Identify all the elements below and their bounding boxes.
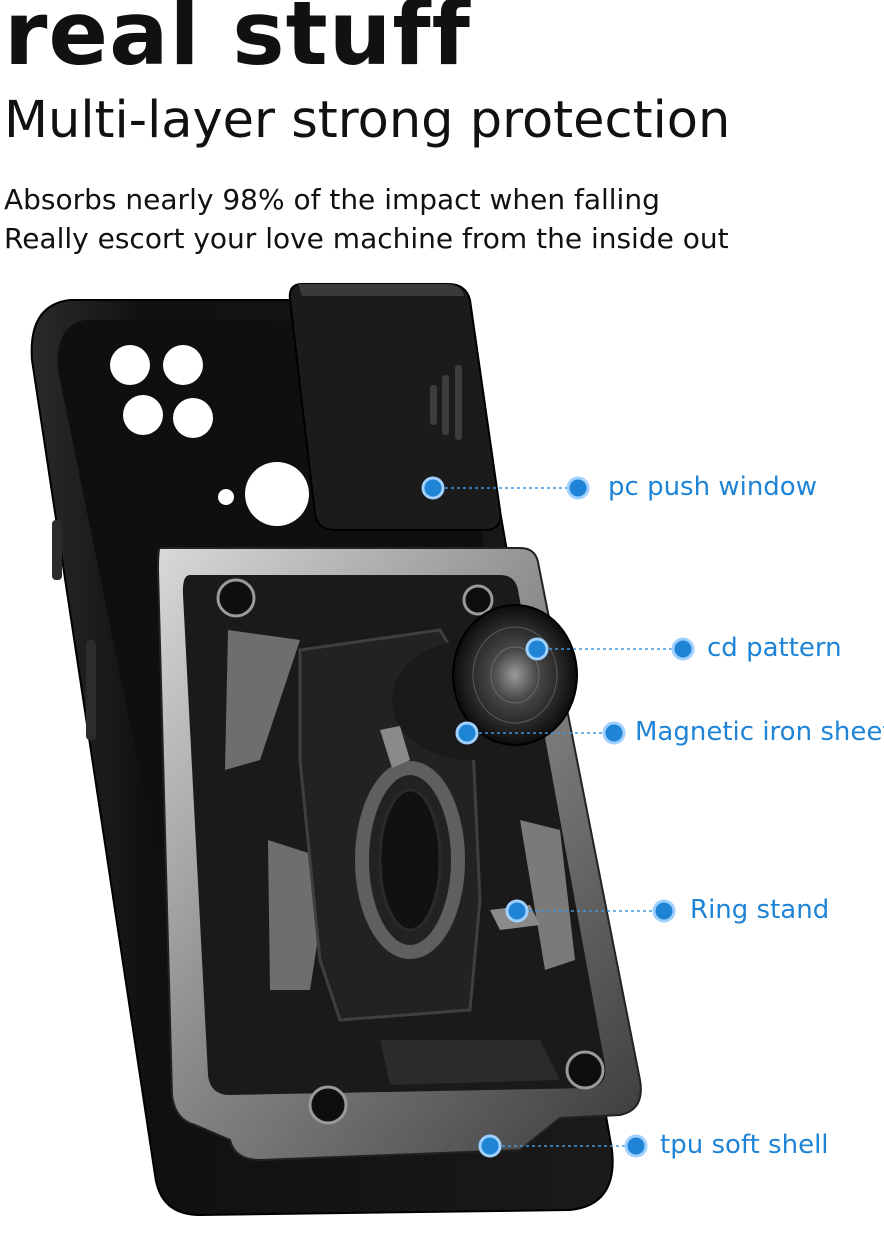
callout-connectors: [433, 487, 683, 1147]
description-line-1: Absorbs nearly 98% of the impact when fa…: [4, 183, 660, 216]
camera-holes: [110, 345, 309, 526]
cd-pattern-knob: [392, 604, 578, 760]
phone-case-illustration: [30, 283, 695, 1217]
callout-dot-target: [624, 1134, 648, 1158]
callout-dot-source: [421, 476, 445, 500]
callout-dot-source: [455, 721, 479, 745]
callout-dot-target: [671, 637, 695, 661]
description-line-2: Really escort your love machine from the…: [4, 222, 729, 255]
callout-label-cd-pattern: cd pattern: [707, 633, 842, 663]
callout-dot-target: [602, 721, 626, 745]
callout-label-pc-push-window: pc push window: [608, 472, 817, 502]
callout-dot-source: [525, 637, 549, 661]
callout-dot-target: [652, 899, 676, 923]
callout-label-ring-stand: Ring stand: [690, 895, 830, 925]
callout-label-magnetic-iron-sheet: Magnetic iron sheet: [635, 717, 884, 747]
callout-dots: [421, 476, 695, 1158]
ring-holder: [355, 726, 540, 959]
callout-dot-source: [505, 899, 529, 923]
callout-label-tpu-soft-shell: tpu soft shell: [660, 1130, 829, 1160]
subheadline: Multi-layer strong protection: [4, 91, 731, 150]
callout-dot-source: [478, 1134, 502, 1158]
pc-push-window: [288, 283, 502, 531]
callout-dot-target: [566, 476, 590, 500]
headline: real stuff: [4, 0, 471, 85]
